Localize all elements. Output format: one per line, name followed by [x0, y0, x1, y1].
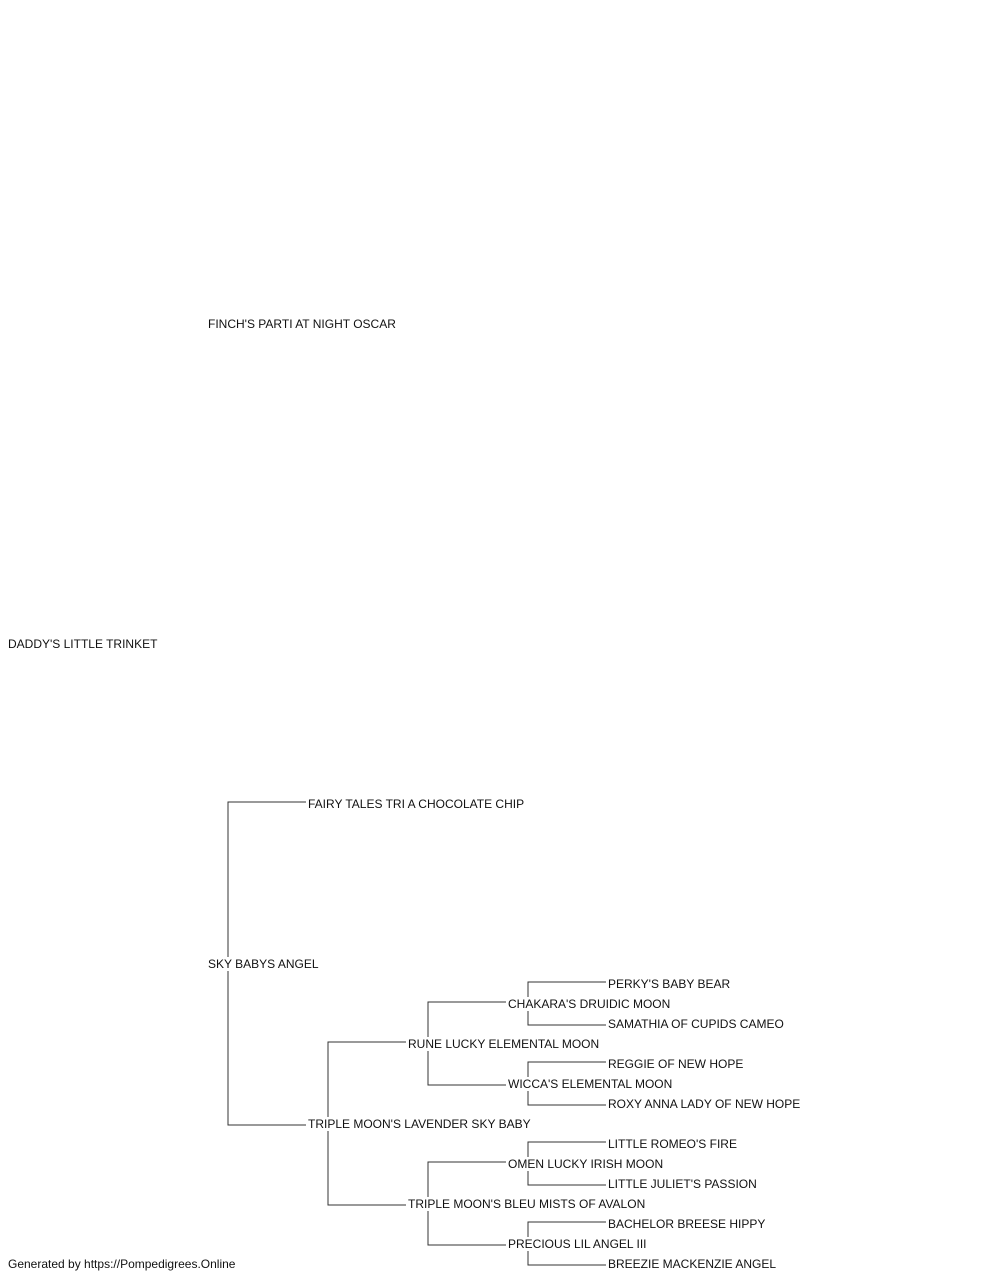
ddds-sire-name: LITTLE ROMEO'S FIRE: [608, 1137, 739, 1151]
dd-sire-name: RUNE LUCKY ELEMENTAL MOON: [408, 1037, 602, 1051]
ddd-dam-name: PRECIOUS LIL ANGEL III: [508, 1237, 649, 1251]
dam-name: SKY BABYS ANGEL: [208, 957, 321, 971]
ddds-dam-name: LITTLE JULIET'S PASSION: [608, 1177, 759, 1191]
dam-dam-name: TRIPLE MOON'S LAVENDER SKY BABY: [308, 1117, 533, 1131]
sire-name: FINCH'S PARTI AT NIGHT OSCAR: [208, 317, 398, 331]
ddd-sire-name: OMEN LUCKY IRISH MOON: [508, 1157, 666, 1171]
subject-name: DADDY'S LITTLE TRINKET: [8, 637, 160, 651]
dam-sire-name: FAIRY TALES TRI A CHOCOLATE CHIP: [308, 797, 527, 811]
ddsd-dam-name: ROXY ANNA LADY OF NEW HOPE: [608, 1097, 803, 1111]
dds-dam-name: WICCA'S ELEMENTAL MOON: [508, 1077, 675, 1091]
dd-dam-name: TRIPLE MOON'S BLEU MISTS OF AVALON: [408, 1197, 648, 1211]
ddss-dam-name: SAMATHIA OF CUPIDS CAMEO: [608, 1017, 786, 1031]
dddd-sire-name: BACHELOR BREESE HIPPY: [608, 1217, 768, 1231]
ddsd-sire-name: REGGIE OF NEW HOPE: [608, 1057, 746, 1071]
dddd-dam-name: BREEZIE MACKENZIE ANGEL: [608, 1257, 779, 1271]
ddss-sire-name: PERKY'S BABY BEAR: [608, 977, 733, 991]
dds-sire-name: CHAKARA'S DRUIDIC MOON: [508, 997, 673, 1011]
generator-credit: Generated by https://Pompedigrees.Online: [8, 1257, 236, 1271]
